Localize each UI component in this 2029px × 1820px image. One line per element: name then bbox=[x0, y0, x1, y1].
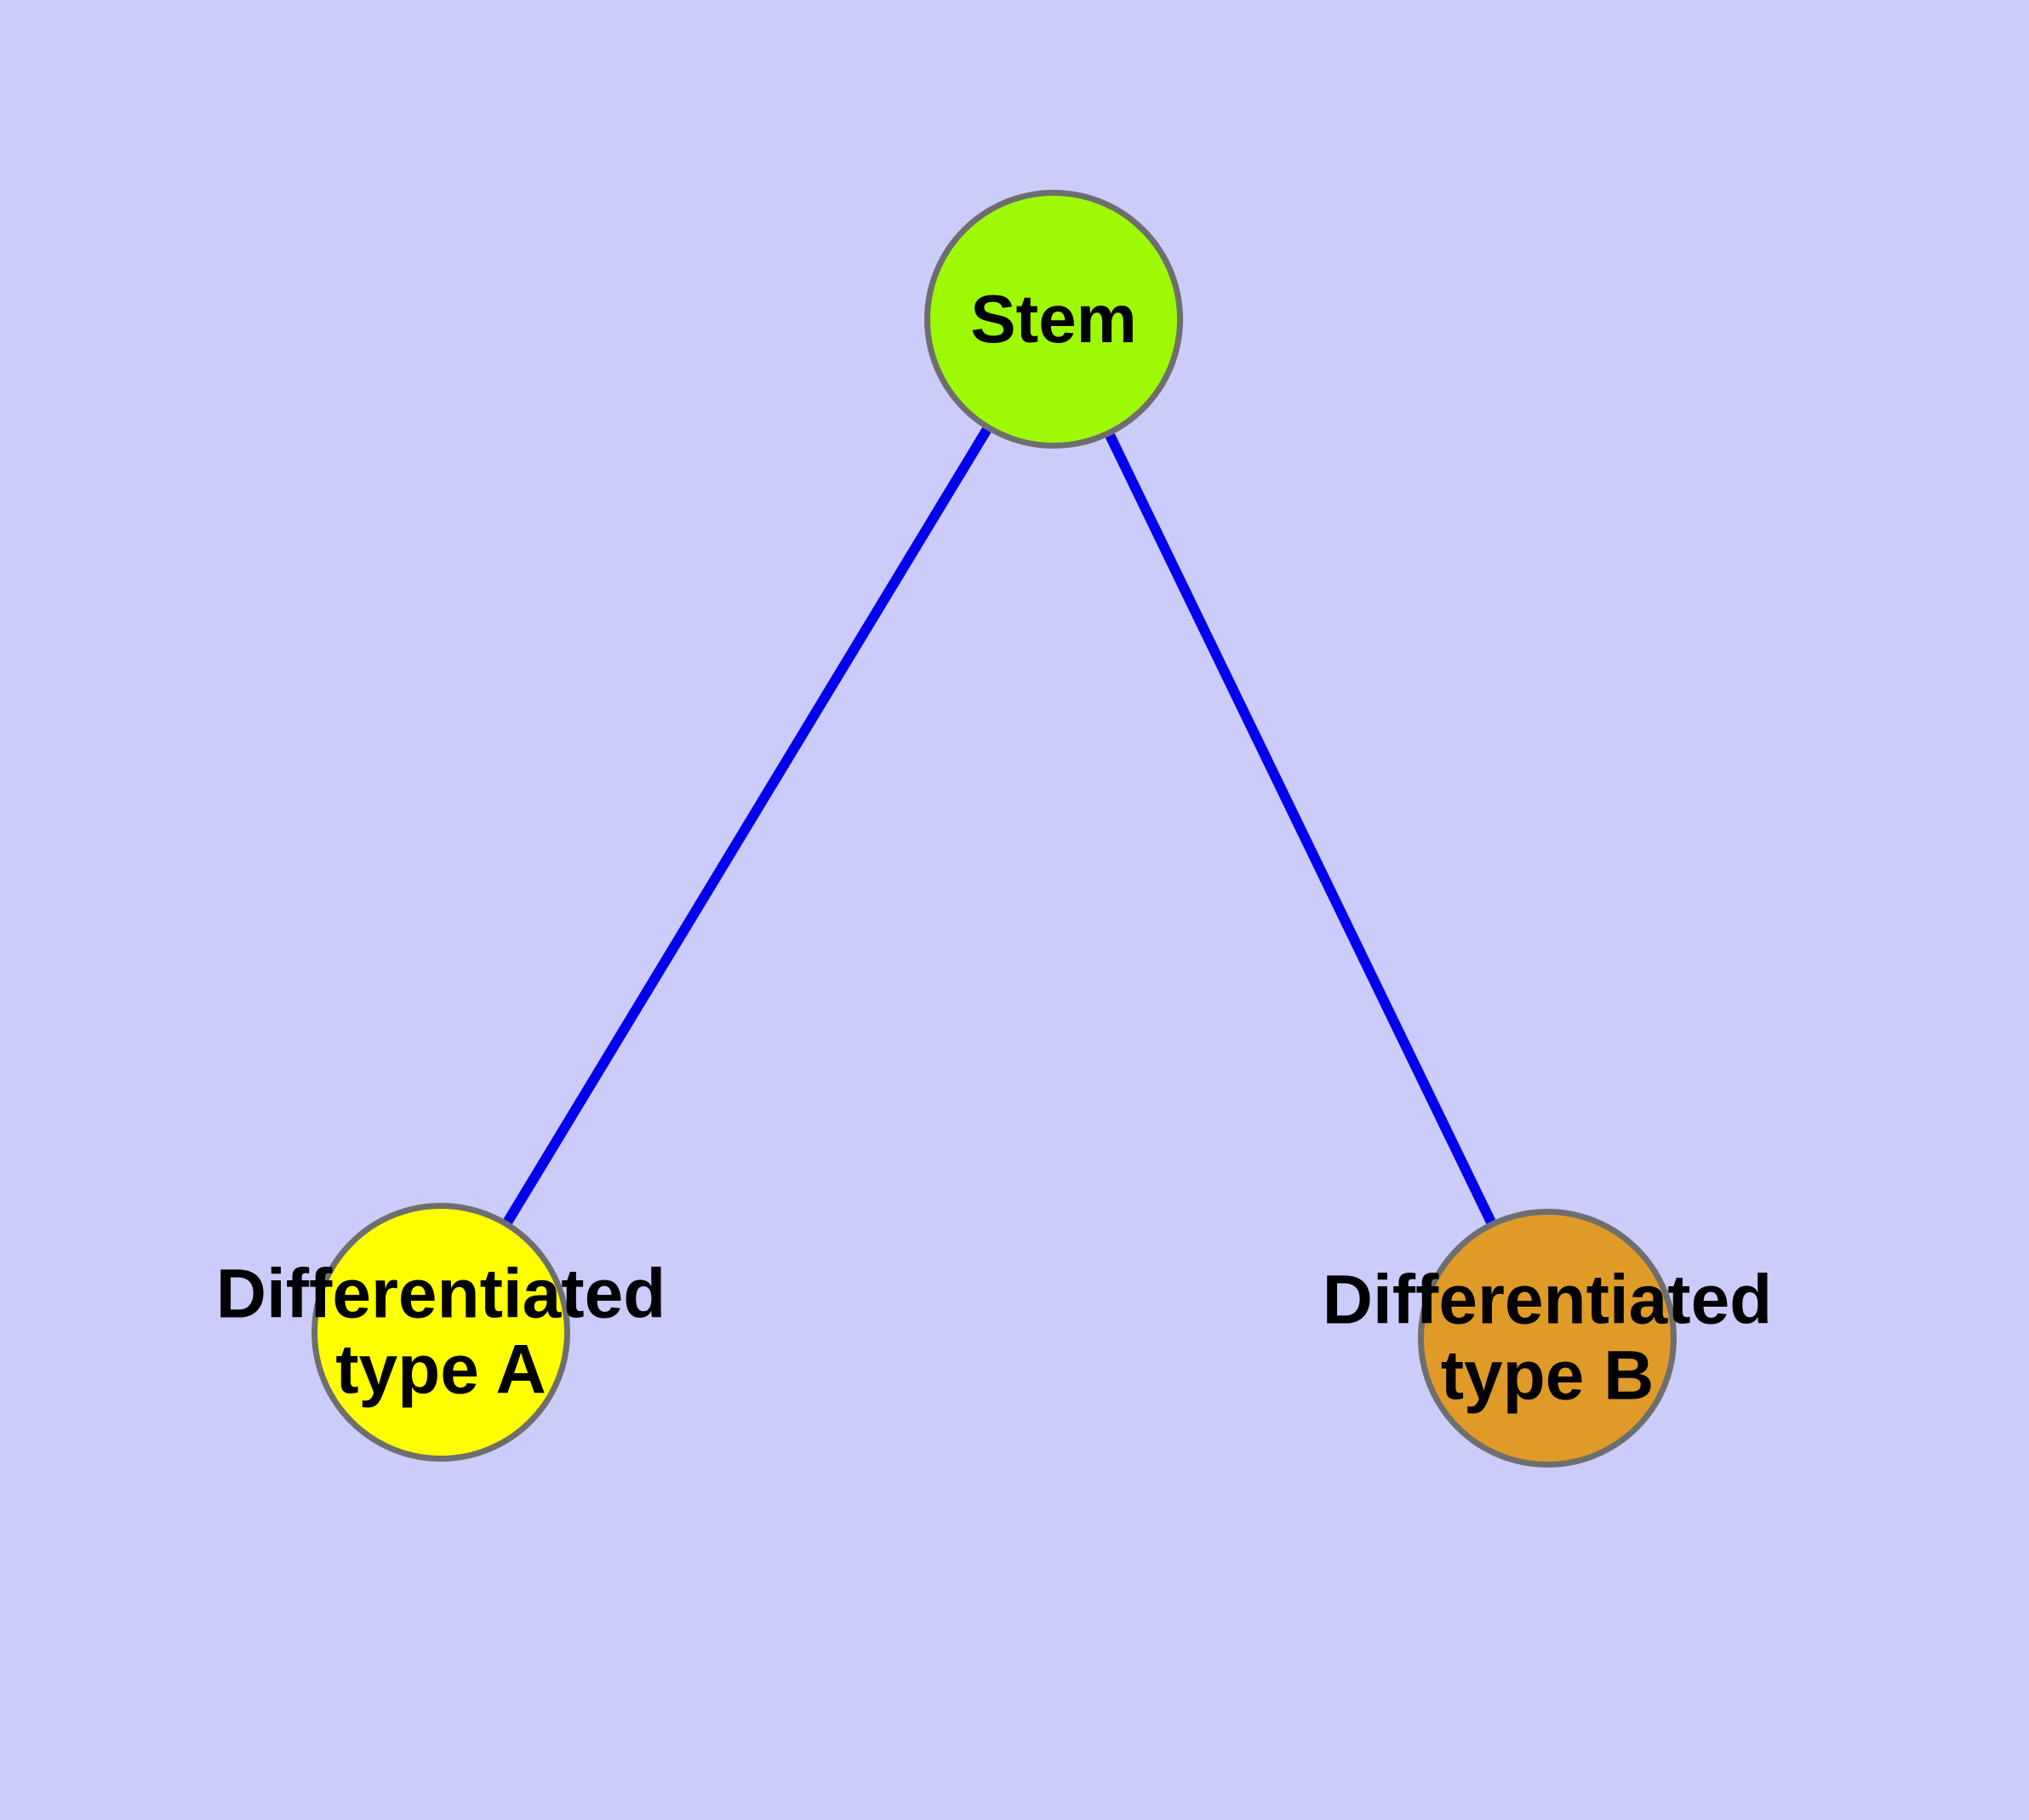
node-layer bbox=[311, 190, 1677, 1468]
graph-node-stem[interactable] bbox=[924, 190, 1183, 449]
graph-edge[interactable] bbox=[1105, 433, 1496, 1224]
graph-node-diff_a[interactable] bbox=[311, 1203, 570, 1462]
graph-node-diff_b[interactable] bbox=[1418, 1209, 1677, 1468]
graph-edge[interactable] bbox=[503, 426, 992, 1225]
edge-layer bbox=[503, 426, 1496, 1225]
